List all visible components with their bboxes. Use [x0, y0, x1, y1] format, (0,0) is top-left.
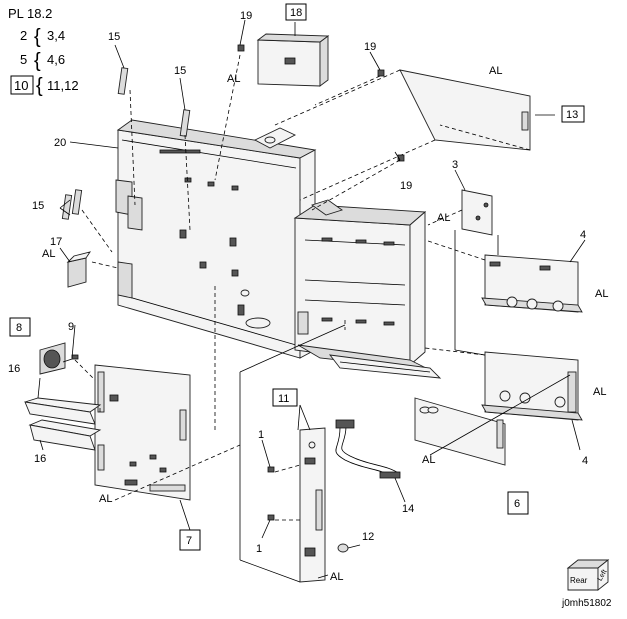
figure-id: j0mh51802 — [561, 598, 612, 609]
al-label: AL — [422, 454, 435, 466]
legend-part-10: 10 — [14, 78, 28, 93]
legend-subparts-2: 3,4 — [47, 28, 65, 43]
part-4-rail-lower — [481, 351, 583, 421]
callout-19b: 19 — [364, 41, 376, 53]
part-12-screw — [337, 543, 349, 553]
al-label: AL — [99, 493, 112, 505]
callouts: 15 15 15 19 19 19 18 13 20 17 3 4 4 8 9 … — [8, 3, 588, 555]
part-11-board — [299, 427, 326, 583]
part-16-cable-b — [28, 419, 102, 451]
legend-subparts-5: 4,6 — [47, 52, 65, 67]
al-label: AL — [42, 248, 55, 260]
al-label: AL — [593, 386, 606, 398]
al-label: AL — [595, 288, 608, 300]
part-15-clip-b — [179, 109, 191, 137]
cube-face-left: Left — [597, 569, 609, 583]
orientation-cube-icon: Rear Left — [566, 559, 610, 591]
callout-15b: 15 — [174, 65, 186, 77]
legend-part-10-box — [10, 75, 34, 95]
callout-11: 11 — [278, 393, 289, 405]
part-19-screw-c — [397, 154, 405, 162]
brace-icon: { — [34, 50, 41, 72]
part-16-cable-a — [24, 397, 102, 425]
callout-18: 18 — [290, 7, 302, 19]
part-14-cable — [335, 419, 401, 479]
part-19-screw-a — [237, 44, 245, 52]
part-15-clip-c — [61, 189, 83, 220]
part-18-cover — [256, 33, 330, 87]
part-6-board — [414, 397, 506, 466]
cube-face-rear: Rear — [570, 576, 588, 585]
al-label: AL — [227, 73, 240, 85]
side-cage-part — [293, 199, 442, 379]
callout-7-box — [179, 529, 201, 551]
callout-19a: 19 — [240, 10, 252, 22]
main-frame-part — [115, 119, 317, 359]
legend-part-5: 5 — [20, 52, 27, 67]
brace-icon: { — [36, 75, 43, 97]
part-1-screw-b — [267, 514, 275, 521]
callout-3: 3 — [452, 159, 458, 171]
callout-19c: 19 — [400, 180, 412, 192]
callout-7: 7 — [186, 535, 192, 547]
callout-8: 8 — [16, 322, 22, 334]
parts-legend: PL 18.2 2 { 3,4 5 { 4,6 10 { 11,12 — [8, 6, 79, 97]
callout-6-box — [507, 491, 529, 515]
callout-13-box — [561, 105, 585, 123]
callout-12: 12 — [362, 531, 374, 543]
part-7-board — [94, 364, 191, 501]
part-15-clip-a — [117, 67, 129, 95]
part-19-screw-b — [377, 69, 385, 77]
callout-1b: 1 — [256, 543, 262, 555]
legend-subparts-10: 11,12 — [47, 78, 79, 93]
part-3-board — [461, 189, 493, 236]
part-1-screw-a — [267, 466, 275, 473]
callout-4b: 4 — [582, 455, 588, 467]
callout-1a: 1 — [258, 429, 264, 441]
callout-17: 17 — [50, 236, 62, 248]
callout-8-box — [9, 317, 31, 337]
al-labels: AL AL AL AL AL AL AL AL AL — [42, 65, 608, 583]
al-label: AL — [330, 571, 343, 583]
al-label: AL — [489, 65, 502, 77]
legend-part-2: 2 — [20, 28, 27, 43]
callout-16a: 16 — [8, 363, 20, 375]
part-13-cover — [274, 69, 531, 201]
callout-4a: 4 — [580, 229, 586, 241]
part-4-rail-upper — [481, 254, 583, 313]
callout-13: 13 — [566, 109, 578, 121]
callout-20: 20 — [54, 137, 66, 149]
brace-icon: { — [34, 26, 41, 48]
callout-14: 14 — [402, 503, 414, 515]
callout-11-box — [272, 388, 298, 407]
callout-15a: 15 — [108, 31, 120, 43]
legend-title: PL 18.2 — [8, 6, 52, 21]
callout-6: 6 — [514, 498, 520, 510]
callout-16b: 16 — [34, 453, 46, 465]
leader-lines — [37, 19, 586, 583]
callout-9: 9 — [68, 321, 74, 333]
callout-18-box — [285, 3, 307, 21]
part-17-bracket — [66, 251, 92, 288]
callout-15c: 15 — [32, 200, 44, 212]
part-8-fan — [39, 342, 66, 375]
al-label: AL — [437, 212, 450, 224]
